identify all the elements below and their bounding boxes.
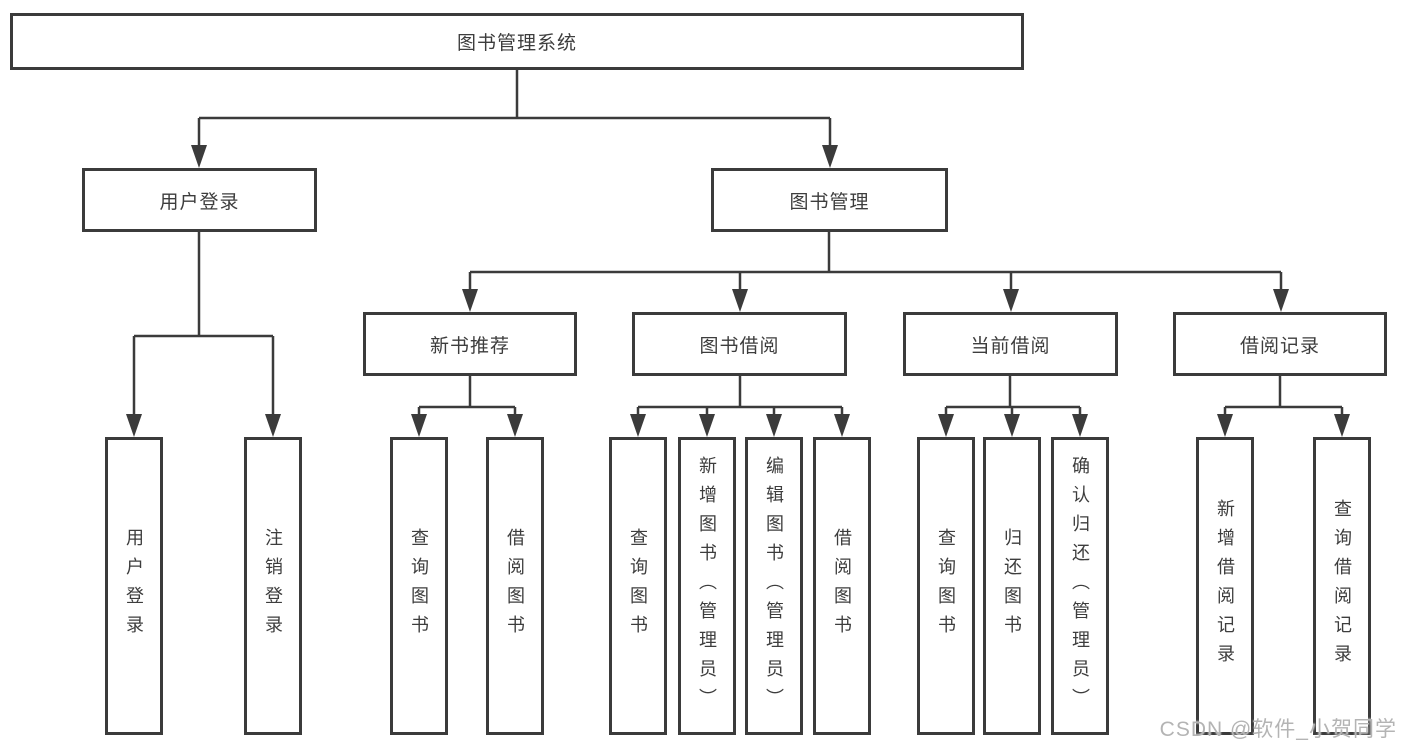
leaf-label: 归还图书 xyxy=(1002,528,1022,644)
leaf-return-book: 归还图书 xyxy=(983,437,1041,735)
leaf-confirm-return-admin: 确认归还（管理员） xyxy=(1051,437,1109,735)
node-user-login: 用户登录 xyxy=(82,168,317,232)
leaf-query-borrow-record: 查询借阅记录 xyxy=(1313,437,1371,735)
leaf-label: 用户登录 xyxy=(124,528,144,644)
leaf-label: 查询借阅记录 xyxy=(1332,499,1352,673)
leaf-label: 确认归还（管理员） xyxy=(1070,455,1090,717)
leaf-label: 借阅图书 xyxy=(505,528,525,644)
leaf-user-login: 用户登录 xyxy=(105,437,163,735)
node-current-borrow: 当前借阅 xyxy=(903,312,1118,376)
node-borrow-records: 借阅记录 xyxy=(1173,312,1387,376)
leaf-label: 查询图书 xyxy=(628,528,648,644)
leaf-add-borrow-record: 新增借阅记录 xyxy=(1196,437,1254,735)
leaf-borrow-book-recommend: 借阅图书 xyxy=(486,437,544,735)
leaf-logout: 注销登录 xyxy=(244,437,302,735)
leaf-add-book-admin: 新增图书（管理员） xyxy=(678,437,736,735)
leaf-label: 查询图书 xyxy=(409,528,429,644)
leaf-label: 借阅图书 xyxy=(832,528,852,644)
leaf-edit-book-admin: 编辑图书（管理员） xyxy=(745,437,803,735)
csdn-watermark: CSDN @软件_小贺同学 xyxy=(1159,718,1397,741)
leaf-query-book-borrow: 查询图书 xyxy=(609,437,667,735)
leaf-label: 注销登录 xyxy=(263,528,283,644)
leaf-label: 编辑图书（管理员） xyxy=(764,455,784,717)
node-root: 图书管理系统 xyxy=(10,13,1024,70)
leaf-query-book-current: 查询图书 xyxy=(917,437,975,735)
node-new-book-recommend: 新书推荐 xyxy=(363,312,577,376)
node-book-borrow: 图书借阅 xyxy=(632,312,847,376)
leaf-query-book-recommend: 查询图书 xyxy=(390,437,448,735)
node-book-management: 图书管理 xyxy=(711,168,948,232)
leaf-label: 查询图书 xyxy=(936,528,956,644)
leaf-label: 新增借阅记录 xyxy=(1215,499,1235,673)
leaf-label: 新增图书（管理员） xyxy=(697,455,717,717)
arrowheads xyxy=(126,145,1350,437)
leaf-borrow-book: 借阅图书 xyxy=(813,437,871,735)
